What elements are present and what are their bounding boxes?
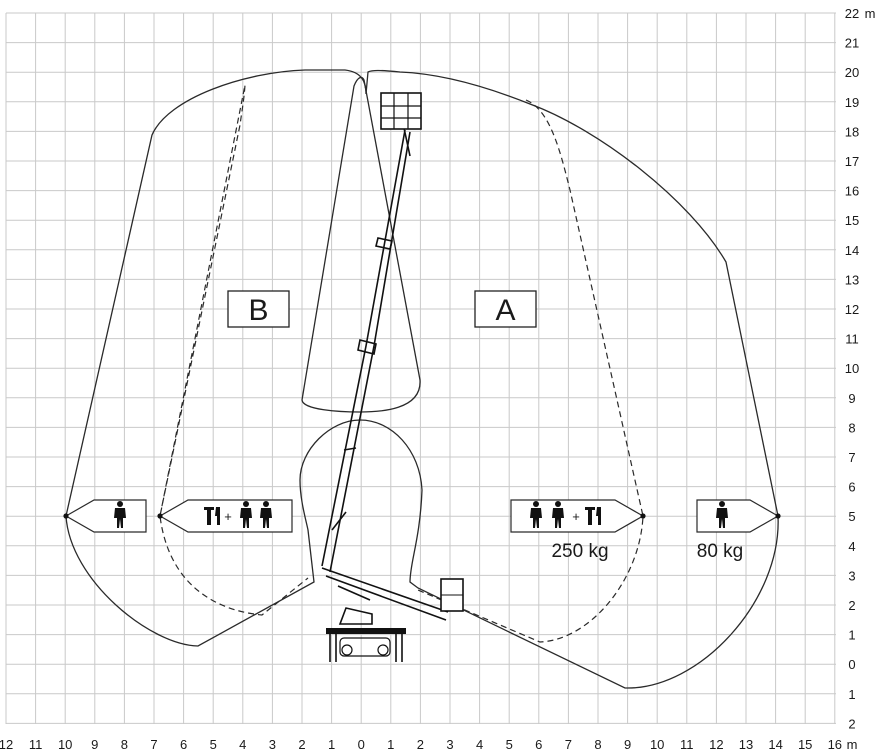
tools-icon [585,507,601,525]
x-tick-label: 7 [150,737,157,752]
upper-notch [301,76,421,413]
platform-machine [321,92,464,662]
plus-sign: + [224,509,232,524]
y-tick-label: 19 [845,95,859,110]
y-tick-label: 2 [848,716,855,731]
y-tick-label: 22 [845,6,859,21]
x-tick-label: 1 [328,737,335,752]
x-tick-label: 12 [0,737,13,752]
load-flag-left-outer [63,499,147,533]
lower-boom [321,567,449,621]
x-tick-label: 4 [239,737,246,752]
y-tick-label: 1 [848,687,855,702]
load-flag-right-inner: + [510,499,646,533]
load-flag-right-outer [696,499,781,533]
load-label-250: 250 kg [551,541,608,562]
x-tick-label: 13 [739,737,753,752]
y-tick-label: 10 [845,361,859,376]
x-tick-label: 6 [535,737,542,752]
x-tick-label: 5 [210,737,217,752]
x-tick-label: 5 [506,737,513,752]
load-label-80: 80 kg [697,541,743,562]
person-icon [530,501,542,528]
y-tick-label: 4 [848,539,855,554]
y-tick-label: 15 [845,213,859,228]
x-tick-label: 10 [58,737,72,752]
x-tick-label: 1 [387,737,394,752]
y-tick-label: 8 [848,420,855,435]
inner-envelope-left [159,84,309,616]
zone-a-box: A [474,290,537,328]
x-tick-label: 3 [446,737,453,752]
x-tick-label: 11 [680,737,694,752]
y-tick-label: 14 [845,243,859,258]
y-tick-label: 12 [845,302,859,317]
outer-envelope [65,69,779,689]
y-tick-label: 0 [848,657,855,672]
y-tick-label: 9 [848,391,855,406]
y-tick-label: 16 [845,184,859,199]
x-tick-label: 7 [565,737,572,752]
top-basket [380,92,422,130]
x-tick-label: 2 [417,737,424,752]
y-tick-label: 3 [848,568,855,583]
y-tick-label: 13 [845,272,859,287]
x-tick-label: 11 [29,737,43,752]
x-tick-label: 14 [768,737,782,752]
y-tick-label: 18 [845,124,859,139]
main-boom [321,129,411,573]
y-tick-label: 7 [848,450,855,465]
person-icon [260,501,272,528]
inner-envelope-right [417,99,644,643]
x-tick-label: 6 [180,737,187,752]
x-tick-label: 2 [298,737,305,752]
y-tick-label: 17 [845,154,859,169]
y-tick-label: 6 [848,480,855,495]
y-unit-label: m [865,6,876,21]
x-tick-label: 8 [121,737,128,752]
zone-b-box: B [227,290,290,328]
x-tick-label: 4 [476,737,483,752]
x-tick-label: 16 [828,737,842,752]
x-tick-label: 9 [91,737,98,752]
x-tick-label: 12 [709,737,723,752]
x-tick-label: 10 [650,737,664,752]
x-tick-label: 0 [358,737,365,752]
y-tick-label: 11 [845,332,859,347]
x-tick-label: 8 [594,737,601,752]
person-icon [716,501,728,528]
y-tick-label: 5 [848,509,855,524]
plus-sign: + [572,509,580,524]
zone-b-label: B [248,294,268,327]
y-tick-label: 20 [845,65,859,80]
tools-icon [204,507,220,525]
y-tick-label: 1 [848,628,855,643]
person-icon [552,501,564,528]
x-tick-label: 9 [624,737,631,752]
x-unit-label: m [847,737,858,752]
load-flag-left-inner: + [157,499,293,533]
y-tick-label: 21 [845,36,859,51]
x-tick-label: 15 [798,737,812,752]
y-tick-label: 2 [848,598,855,613]
zone-a-label: A [495,294,515,327]
x-tick-label: 3 [269,737,276,752]
person-icon [114,501,126,528]
person-icon [240,501,252,528]
